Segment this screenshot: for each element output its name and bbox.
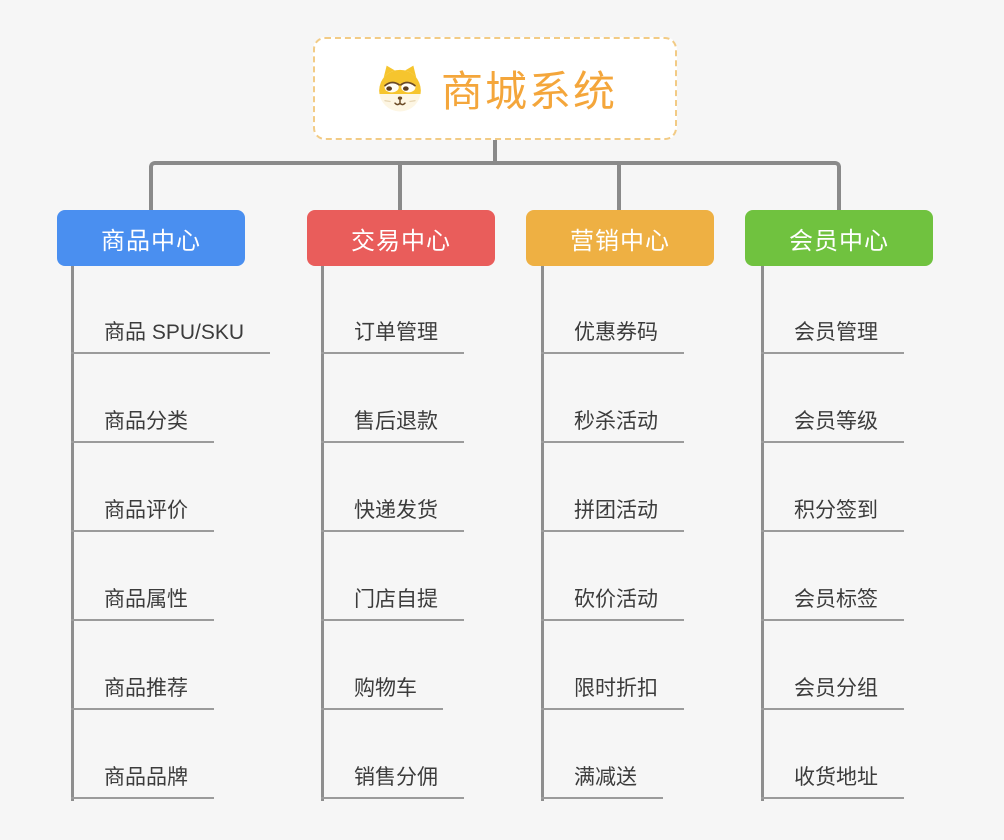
branch-trade-center[interactable]: 交易中心 — [307, 210, 495, 266]
root-connector-line — [493, 140, 497, 164]
connector-drop-marketing — [617, 161, 621, 210]
page-title: 商城系统 — [440, 68, 617, 115]
leaf-node[interactable]: 商品品牌 — [71, 765, 214, 799]
leaf-node[interactable]: 商品 SPU/SKU — [71, 320, 271, 354]
connector-bracket-left — [149, 161, 495, 210]
leaf-node[interactable]: 积分签到 — [761, 498, 904, 532]
leaf-node[interactable]: 会员管理 — [761, 320, 904, 354]
shiba-dog-icon — [373, 64, 427, 114]
leaf-node[interactable]: 会员等级 — [761, 409, 904, 443]
branch-spine-line — [761, 266, 764, 801]
leaf-node[interactable]: 商品属性 — [71, 587, 214, 621]
leaf-node[interactable]: 秒杀活动 — [541, 409, 684, 443]
leaf-node[interactable]: 砍价活动 — [541, 587, 684, 621]
leaf-node[interactable]: 会员标签 — [761, 587, 904, 621]
leaf-node[interactable]: 订单管理 — [321, 320, 464, 354]
leaf-node[interactable]: 满减送 — [541, 765, 663, 799]
leaf-node[interactable]: 销售分佣 — [321, 765, 464, 799]
leaf-node[interactable]: 购物车 — [321, 676, 443, 710]
branch-spine-line — [541, 266, 544, 801]
leaf-node[interactable]: 售后退款 — [321, 409, 464, 443]
leaf-node[interactable]: 会员分组 — [761, 676, 904, 710]
leaf-node[interactable]: 商品分类 — [71, 409, 214, 443]
connector-drop-trade — [398, 161, 402, 210]
branch-product-center[interactable]: 商品中心 — [57, 210, 245, 266]
leaf-node[interactable]: 门店自提 — [321, 587, 464, 621]
leaf-node[interactable]: 收货地址 — [761, 765, 904, 799]
leaf-node[interactable]: 优惠券码 — [541, 320, 684, 354]
leaf-node[interactable]: 限时折扣 — [541, 676, 684, 710]
branch-spine-line — [71, 266, 74, 801]
leaf-node[interactable]: 商品推荐 — [71, 676, 214, 710]
root-node[interactable]: 商城系统 — [313, 37, 677, 140]
leaf-node[interactable]: 拼团活动 — [541, 498, 684, 532]
leaf-node[interactable]: 快递发货 — [321, 498, 464, 532]
connector-bracket-right — [495, 161, 841, 210]
branch-spine-line — [321, 266, 324, 801]
branch-member-center[interactable]: 会员中心 — [745, 210, 933, 266]
leaf-node[interactable]: 商品评价 — [71, 498, 214, 532]
branch-marketing-center[interactable]: 营销中心 — [526, 210, 714, 266]
